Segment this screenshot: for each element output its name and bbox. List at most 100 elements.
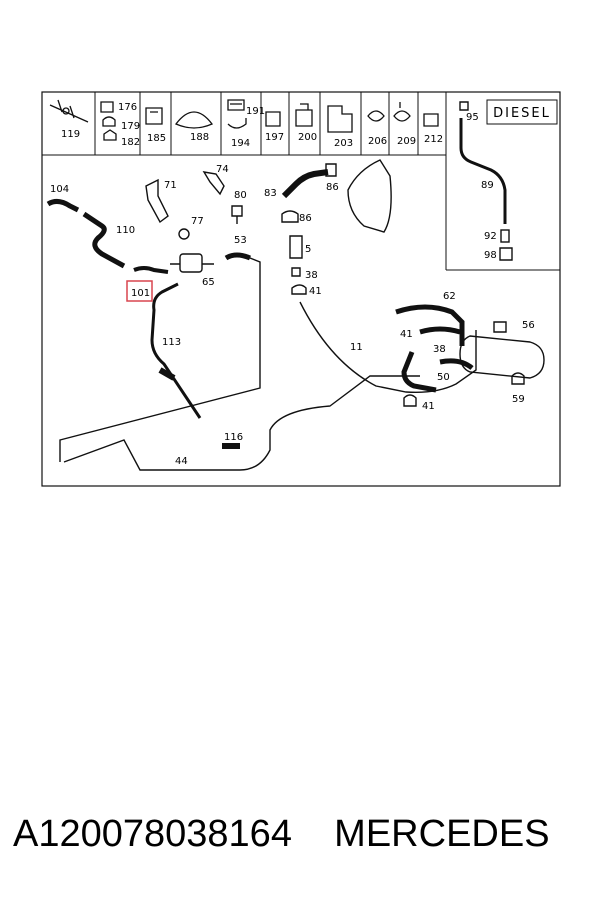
- part-number-104: 104: [50, 184, 69, 195]
- part-number-50: 50: [437, 372, 450, 383]
- header-part-188: 188: [190, 132, 209, 143]
- part-number-41-mid: 41: [400, 329, 413, 340]
- header-part-197: 197: [265, 132, 284, 143]
- diesel-hose-89: [459, 118, 507, 224]
- part-197-thumbnail: [265, 111, 281, 127]
- part-number-caption: A120078038164 MERCEDES: [13, 813, 550, 855]
- part-number-41-lower: 41: [422, 401, 435, 412]
- header-part-209: 209: [397, 136, 416, 147]
- part-number-80: 80: [234, 190, 247, 201]
- part-191-thumbnail: [227, 99, 245, 111]
- diesel-part-95: 95: [466, 112, 479, 123]
- part-number-65: 65: [202, 277, 215, 288]
- part-number-38: 38: [305, 270, 318, 281]
- header-part-206: 206: [368, 136, 387, 147]
- part-206-thumbnail: [367, 110, 385, 122]
- diesel-label: DIESEL: [493, 106, 551, 121]
- part-number-77: 77: [191, 216, 204, 227]
- part-203-thumbnail: [327, 105, 353, 133]
- part-80: [231, 205, 243, 224]
- part-number-71: 71: [164, 180, 177, 191]
- hose-110: [82, 211, 126, 269]
- hose-113-fitting: [158, 367, 176, 381]
- header-part-179: 179: [121, 121, 140, 132]
- header-part-numbers: 119 176 179 182 185 188 191 194 197 200 …: [61, 102, 443, 149]
- part-number-59: 59: [512, 394, 525, 405]
- header-part-200: 200: [298, 132, 317, 143]
- bracket-74: [202, 171, 225, 196]
- hose-101: [133, 266, 169, 274]
- part-number-86-lower: 86: [299, 213, 312, 224]
- filter-56: [459, 335, 545, 379]
- part-179-thumbnail: [102, 116, 116, 127]
- hose-38-right: [419, 326, 461, 335]
- diesel-label-box: [486, 99, 558, 125]
- part-86-lower: [281, 210, 299, 223]
- part-176-thumbnail: [100, 101, 114, 113]
- header-cell-dividers: [94, 92, 419, 155]
- part-86-upper: [325, 163, 337, 177]
- part-number-110: 110: [116, 225, 135, 236]
- header-part-thumbnails: [49, 99, 439, 141]
- part-number-74: 74: [216, 164, 229, 175]
- hose-53: [224, 252, 251, 261]
- header-part-191: 191: [246, 106, 265, 117]
- part-number-86-upper: 86: [326, 182, 339, 193]
- part-number-62: 62: [443, 291, 456, 302]
- filter-56-bracket: [493, 321, 507, 333]
- diesel-inset-drawing: [459, 101, 513, 261]
- part-182-thumbnail: [103, 129, 117, 141]
- diagram-frame: [41, 91, 561, 487]
- reservoir: [347, 159, 392, 233]
- diesel-part-numbers: 95 89 92 98: [466, 112, 497, 261]
- main-drawing: [46, 159, 545, 471]
- hose-104: [46, 198, 80, 213]
- header-part-176: 176: [118, 102, 137, 113]
- part-77: [178, 228, 190, 240]
- highlight-box-101: [126, 280, 153, 302]
- diesel-part-92: 92: [484, 231, 497, 242]
- part-38: [291, 267, 301, 277]
- hose-83: [281, 169, 329, 199]
- part-188-thumbnail: [174, 111, 214, 129]
- header-part-119: 119: [61, 129, 80, 140]
- diesel-part-92: [500, 229, 510, 243]
- part-59: [511, 372, 525, 385]
- main-part-numbers: 104 110 101 71 74 80 77 53 65 113 83 86 …: [50, 164, 535, 467]
- valve-65: [179, 253, 203, 273]
- valve-5: [289, 235, 303, 259]
- part-200-thumbnail: [295, 103, 313, 127]
- diesel-part-89: 89: [481, 180, 494, 191]
- part-194-thumbnail: [227, 118, 247, 129]
- part-119-clip: [62, 107, 70, 115]
- hose-113: [150, 282, 202, 419]
- part-number-11: 11: [350, 342, 363, 353]
- part-number-56: 56: [522, 320, 535, 331]
- header-part-185: 185: [147, 133, 166, 144]
- part-number-41: 41: [309, 286, 322, 297]
- clamp-41: [291, 284, 307, 295]
- hose-50-a: [401, 351, 437, 393]
- diesel-part-98: [499, 247, 513, 261]
- part-number-53: 53: [234, 235, 247, 246]
- diesel-clamp-95: [459, 101, 469, 111]
- header-part-203: 203: [334, 138, 353, 149]
- part-212-thumbnail: [423, 113, 439, 127]
- part-185-thumbnail: [145, 107, 163, 125]
- part-number-113: 113: [162, 337, 181, 348]
- diesel-part-98: 98: [484, 250, 497, 261]
- header-part-194: 194: [231, 138, 250, 149]
- part-number-101: 101: [131, 288, 150, 299]
- part-number-44: 44: [175, 456, 188, 467]
- part-119-thumbnail: [49, 99, 89, 123]
- hose-50-b: [439, 358, 474, 370]
- bracket-71: [145, 178, 169, 224]
- part-209-thumbnail: [393, 102, 411, 122]
- part-number-38-right: 38: [433, 344, 446, 355]
- header-part-182: 182: [121, 137, 140, 148]
- clamp-41-lower: [403, 394, 417, 407]
- line-11: [299, 301, 477, 394]
- hose-62: [395, 304, 465, 346]
- line-44: [63, 375, 420, 471]
